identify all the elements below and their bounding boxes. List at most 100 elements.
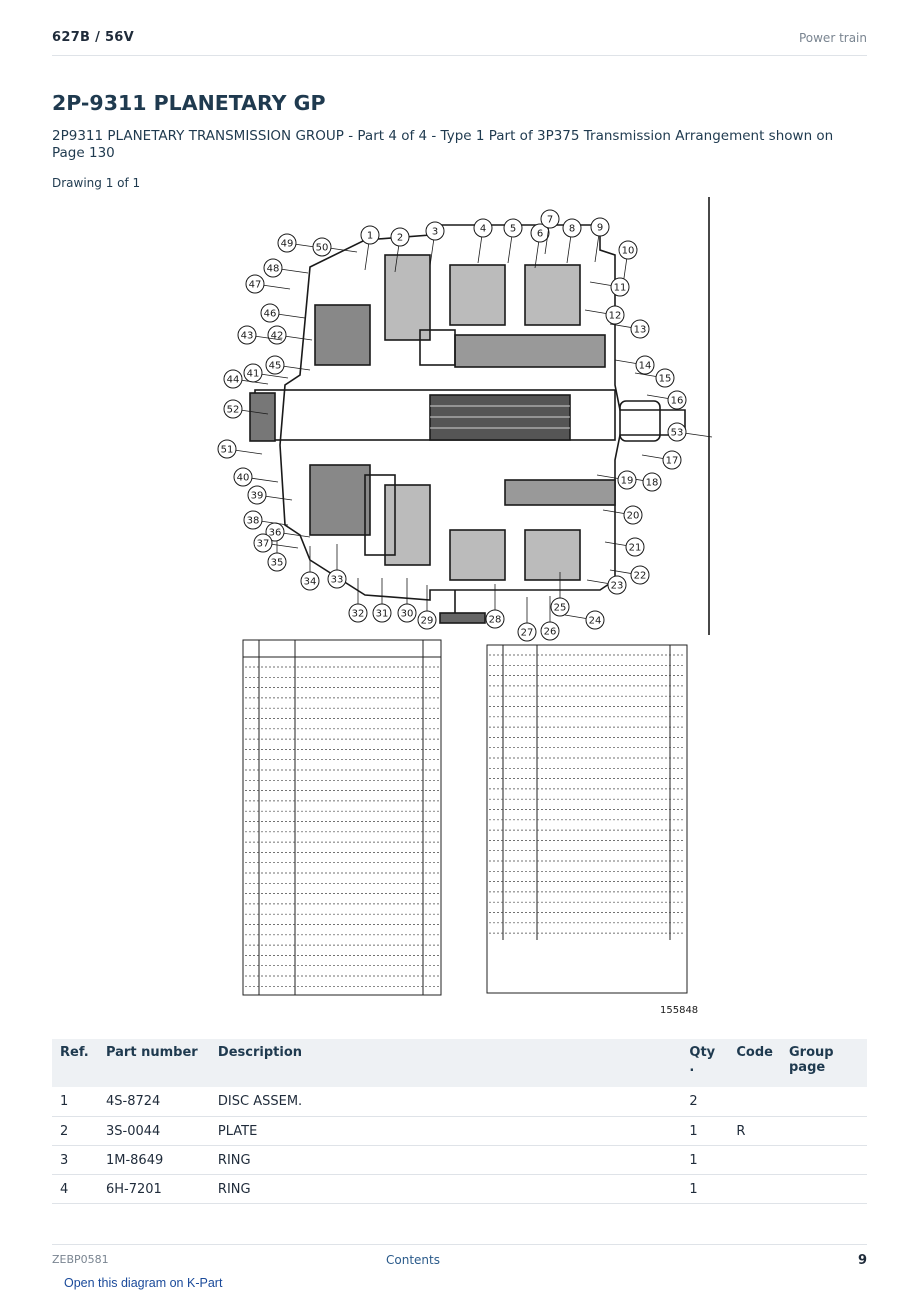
callout-number-8: 8 [569, 224, 575, 235]
callout-number-49: 49 [281, 239, 294, 250]
callout-number-50: 50 [316, 243, 329, 254]
cell-ref: 4 [52, 1174, 98, 1204]
callout-number-6: 6 [537, 229, 543, 240]
callout-number-25: 25 [554, 603, 567, 614]
drawing-number: 155848 [660, 1005, 698, 1016]
callout-number-7: 7 [547, 215, 553, 226]
callout-circle [562, 218, 582, 238]
callout-number-44: 44 [227, 375, 240, 386]
callout-circle [485, 609, 505, 629]
callout-number-42: 42 [271, 331, 284, 342]
callout-circle [617, 470, 637, 490]
callout-circle [667, 422, 687, 442]
parts-table: Ref. Part number Description Qty . Code … [52, 1039, 867, 1204]
cell-code [728, 1087, 781, 1117]
callout-circle [253, 533, 273, 553]
callout-number-47: 47 [249, 280, 262, 291]
cell-ref: 2 [52, 1116, 98, 1146]
callout-number-3: 3 [432, 227, 438, 238]
callout-circle [610, 277, 630, 297]
callout-circle [267, 552, 287, 572]
callout-circle [223, 399, 243, 419]
cell-part-number: 6H-7201 [97, 1174, 210, 1204]
group-description: 2P9311 PLANETARY TRANSMISSION GROUP - Pa… [52, 128, 834, 161]
callout-circle [372, 603, 392, 623]
callout-number-15: 15 [659, 374, 672, 385]
callout-circle [397, 603, 417, 623]
callout-number-2: 2 [397, 233, 403, 244]
cell-qty: 2 [681, 1087, 729, 1117]
callout-number-40: 40 [237, 473, 250, 484]
callout-number-30: 30 [401, 609, 414, 620]
callout-circle [540, 621, 560, 641]
callout-circle [348, 603, 368, 623]
open-kpart-link[interactable]: Open this diagram on K-Part [64, 1276, 223, 1290]
cell-part-number: 4S-8724 [97, 1087, 210, 1117]
callout-number-14: 14 [639, 361, 652, 372]
callout-number-9: 9 [597, 223, 603, 234]
callout-circle [233, 467, 253, 487]
callout-number-24: 24 [589, 616, 602, 627]
callout-number-32: 32 [352, 609, 365, 620]
page-header: 627B / 56V Power train [52, 28, 867, 56]
callout-number-13: 13 [634, 325, 647, 336]
callout-number-11: 11 [614, 283, 627, 294]
column-header-part-number: Part number [105, 1045, 198, 1060]
callout-number-20: 20 [627, 511, 640, 522]
callout-number-4: 4 [480, 224, 486, 235]
callout-number-39: 39 [251, 491, 264, 502]
callout-circle [667, 390, 687, 410]
callout-circle [390, 227, 410, 247]
callout-number-18: 18 [646, 478, 659, 489]
cell-code: R [728, 1116, 781, 1146]
contents-link[interactable]: Contents [386, 1253, 440, 1267]
callout-circle [517, 622, 537, 642]
callout-circle [607, 575, 627, 595]
cell-group-page [781, 1174, 867, 1204]
callout-number-23: 23 [611, 581, 624, 592]
table-row: 3 1M-8649 RING 1 [52, 1145, 867, 1175]
callout-number-51: 51 [221, 445, 234, 456]
callout-number-22: 22 [634, 571, 647, 582]
callout-circle [550, 597, 570, 617]
callout-number-19: 19 [621, 476, 634, 487]
callout-circle [618, 240, 638, 260]
callout-number-45: 45 [269, 361, 282, 372]
callout-number-36: 36 [269, 528, 282, 539]
cell-code [728, 1145, 781, 1175]
callout-circle [503, 218, 523, 238]
callout-circle [540, 209, 560, 229]
callout-circle [662, 450, 682, 470]
callout-circle [530, 223, 550, 243]
cell-qty: 1 [681, 1174, 729, 1204]
callout-number-28: 28 [489, 615, 502, 626]
callout-circle [425, 221, 445, 241]
callout-number-5: 5 [510, 224, 516, 235]
cell-ref: 1 [52, 1087, 98, 1117]
callout-circle [217, 439, 237, 459]
column-header-qty: Qty . [689, 1045, 716, 1075]
callout-number-31: 31 [376, 609, 389, 620]
callout-circle [623, 505, 643, 525]
callout-circle [245, 274, 265, 294]
callout-circle [247, 485, 267, 505]
cell-code [728, 1174, 781, 1204]
document-id: ZEBP0581 [52, 1253, 109, 1266]
callout-number-52: 52 [227, 405, 240, 416]
page-title: 2P-9311 PLANETARY GP [52, 91, 326, 115]
callout-circle [265, 355, 285, 375]
callout-number-43: 43 [241, 331, 254, 342]
callout-circle [585, 610, 605, 630]
callout-circle [277, 233, 297, 253]
cell-part-number: 1M-8649 [97, 1145, 210, 1175]
callout-number-33: 33 [331, 575, 344, 586]
callout-circle [605, 305, 625, 325]
column-header-description: Description [217, 1045, 303, 1060]
table-header-row: Ref. Part number Description Qty . Code … [52, 1039, 867, 1087]
callout-circle [223, 369, 243, 389]
cell-description: RING [209, 1174, 682, 1204]
cell-ref: 3 [52, 1145, 98, 1175]
callout-number-48: 48 [267, 264, 280, 275]
callout-number-41: 41 [247, 369, 260, 380]
